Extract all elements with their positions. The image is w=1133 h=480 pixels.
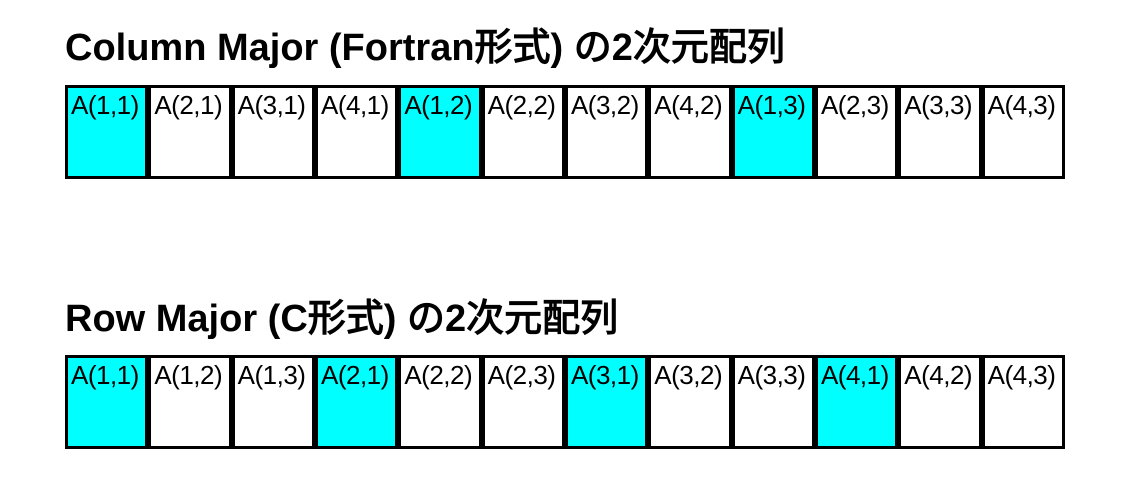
row-major-array-strip: A(1,1) A(1,2) A(1,3) A(2,1) A(2,2) A(2,3) A(3,… [65, 355, 1065, 450]
array-cell: A(2,2) [481, 84, 565, 179]
array-cell: A(3,2) [648, 355, 732, 450]
array-cell-label: A(4,2) [904, 360, 973, 391]
array-cell-label: A(2,2) [404, 360, 473, 391]
array-cell-highlighted: A(4,1) [814, 355, 899, 450]
column-major-title: Column Major (Fortran形式) の2次元配列 [65, 27, 785, 69]
array-cell-label: A(2,2) [487, 89, 556, 120]
array-cell: A(2,3) [481, 355, 565, 450]
array-cell: A(2,2) [398, 355, 482, 450]
array-cell-highlighted: A(1,2) [398, 84, 482, 179]
array-cell: A(3,2) [564, 84, 649, 179]
array-cell-label: A(2,3) [487, 360, 556, 391]
array-cell: A(4,3) [981, 355, 1065, 450]
array-cell: A(4,2) [648, 84, 732, 179]
array-cell-label: A(3,3) [737, 360, 806, 391]
array-cell: A(3,1) [231, 84, 315, 179]
array-cell-label: A(3,3) [904, 89, 973, 120]
array-cell-highlighted: A(1,3) [731, 84, 815, 179]
array-cell-highlighted: A(1,1) [65, 84, 149, 179]
array-cell-label: A(4,1) [320, 89, 389, 120]
array-cell: A(4,3) [981, 84, 1065, 179]
array-cell-label: A(4,3) [987, 360, 1056, 391]
array-cell: A(4,1) [314, 84, 399, 179]
array-cell-label: A(3,2) [654, 360, 723, 391]
diagram-content: Column Major (Fortran形式) の2次元配列 A(1,1)A(… [65, 27, 1065, 450]
array-cell-highlighted: A(2,1) [314, 355, 399, 450]
array-cell-label: A(1,1) [71, 360, 139, 391]
array-cell: A(3,3) [731, 355, 815, 450]
row-major-title: Row Major (C形式) の2次元配列 [65, 297, 619, 340]
array-cell-label: A(3,1) [237, 89, 306, 120]
array-cell-label: A(4,3) [987, 89, 1056, 120]
array-cell-highlighted: A(3,1) [564, 355, 649, 450]
array-cell: A(3,3) [898, 84, 982, 179]
array-cell-label: A(1,2) [154, 360, 223, 391]
array-cell-label: A(3,2) [570, 89, 639, 120]
array-cell-label: A(3,1) [570, 360, 639, 391]
array-cell: A(1,2) [148, 355, 232, 450]
array-cell-label: A(4,2) [654, 89, 723, 120]
array-cell-label: A(2,1) [320, 360, 389, 391]
array-cell-label: A(1,2) [404, 89, 473, 120]
array-cell-label: A(1,1) [71, 89, 139, 120]
array-cell-label: A(2,1) [154, 89, 223, 120]
array-cell: A(2,3) [814, 84, 899, 179]
array-cell-label: A(1,3) [737, 89, 806, 120]
array-cell: A(4,2) [898, 355, 982, 450]
array-cell-label: A(4,1) [820, 360, 889, 391]
array-cell: A(1,3) [231, 355, 315, 450]
array-cell-label: A(1,3) [237, 360, 306, 391]
array-cell-label: A(2,3) [820, 89, 889, 120]
array-cell: A(2,1) [148, 84, 232, 179]
column-major-array-strip: A(1,1) A(2,1) A(3,1) A(4,1) A(1,2) A(2,2) A(3,… [65, 84, 1065, 179]
array-cell-highlighted: A(1,1) [65, 355, 149, 450]
